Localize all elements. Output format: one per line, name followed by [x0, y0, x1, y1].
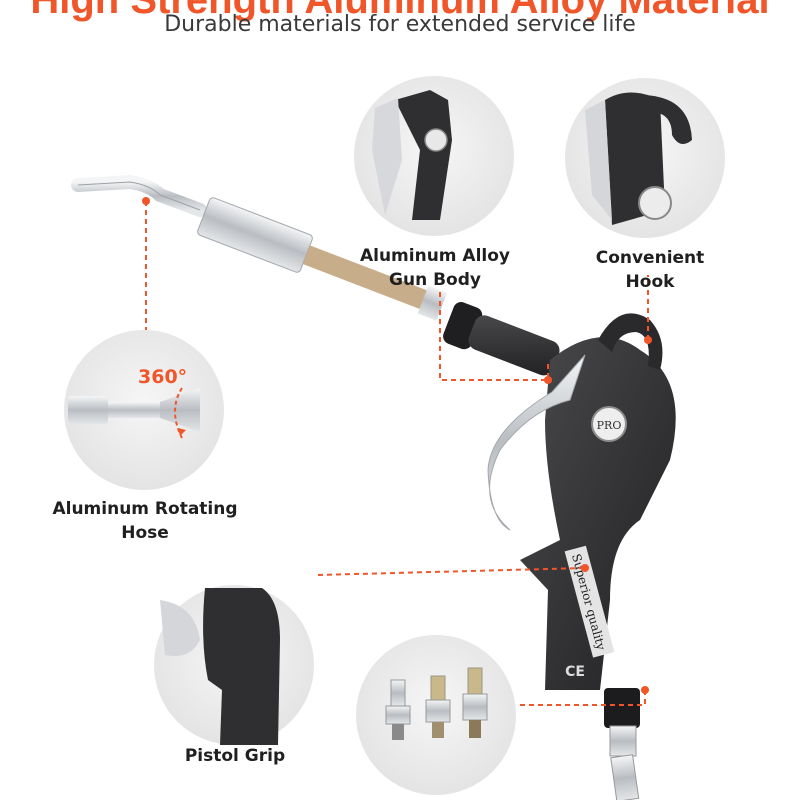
- callout-aluminum-alloy: Aluminum Alloy Gun Body: [350, 244, 520, 292]
- detail-circle-connectors: [356, 635, 516, 795]
- pro-badge: [591, 406, 627, 442]
- pro-badge-text: PRO: [597, 419, 622, 432]
- connector-3: [462, 667, 488, 738]
- detail-circle-hose: [64, 330, 224, 490]
- detail-circle-hook: [565, 78, 725, 238]
- callout-rotating-hose: Aluminum Rotating Hose: [52, 499, 238, 543]
- blow-gun: PRO Superior quality CE: [71, 174, 676, 800]
- detail-circle-grip: [154, 585, 314, 745]
- callout-alloy-line1: Aluminum Alloy: [359, 246, 511, 266]
- callout-lines: [145, 201, 649, 706]
- subtitle: Durable materials for extended service l…: [164, 12, 636, 37]
- headline: High Strength Aluminum Alloy Material: [30, 0, 770, 22]
- rotation-label: 360°: [138, 366, 188, 388]
- inlet-nut: [604, 688, 640, 728]
- detail-circle-alloy: [354, 76, 514, 236]
- connector-1: [385, 679, 411, 740]
- callout-convenient-hook: Convenient Hook: [595, 248, 705, 292]
- ce-mark: CE: [565, 664, 585, 680]
- callout-pistol-grip: Pistol Grip: [184, 746, 286, 766]
- callout-dots: [142, 197, 652, 694]
- connector-2: [425, 675, 451, 738]
- callout-alloy-line2: Gun Body: [389, 270, 481, 290]
